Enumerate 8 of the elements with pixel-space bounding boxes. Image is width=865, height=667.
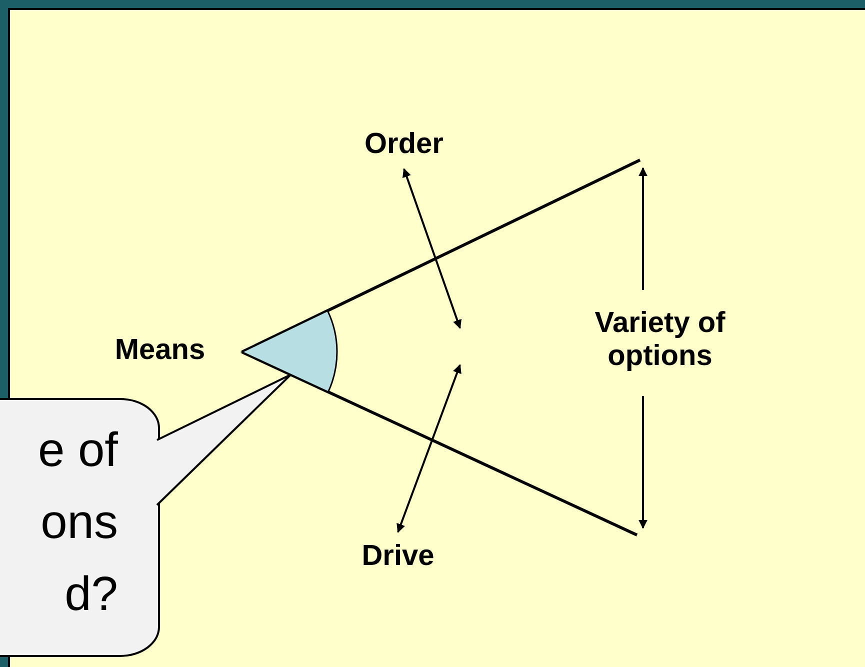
force-label: Order bbox=[344, 128, 464, 161]
double-arrow bbox=[402, 168, 462, 329]
double-arrow bbox=[396, 364, 462, 533]
force-label: Drive bbox=[338, 540, 458, 573]
wedge-shape bbox=[241, 310, 338, 393]
dimension-label: Variety of options bbox=[594, 307, 726, 373]
callout-pointer bbox=[153, 374, 292, 506]
apex-label: Means bbox=[114, 334, 206, 366]
